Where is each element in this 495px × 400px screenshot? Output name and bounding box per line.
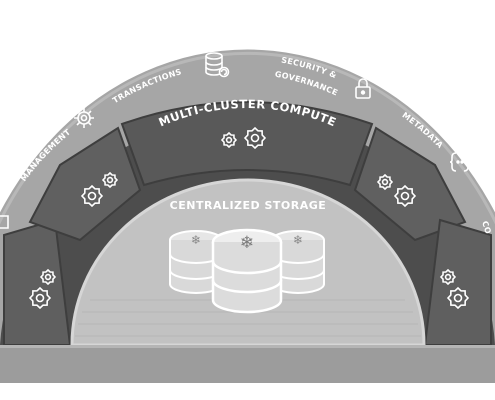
gear-icon [28, 286, 52, 310]
compute-block-left-high [28, 126, 142, 242]
database-sync-icon [205, 52, 230, 78]
gear-icon [243, 126, 267, 150]
settings-gear-icon [74, 108, 94, 128]
svg-text:❄: ❄ [191, 233, 201, 247]
cloud-services-title: CLOUD SERVICES [182, 20, 314, 42]
gear-icon [39, 268, 57, 286]
partial-icon-left-edge [0, 215, 9, 229]
gear-icon [80, 184, 104, 208]
code-braces-icon [449, 152, 471, 172]
gear-icon [393, 184, 417, 208]
gear-icon [220, 131, 238, 149]
storage-label: CENTRALIZED STORAGE [170, 199, 327, 212]
padlock-icon [355, 78, 371, 99]
gear-icon [439, 268, 457, 286]
compute-block-top [120, 101, 374, 187]
platform-base [0, 345, 495, 383]
svg-text:❄: ❄ [240, 233, 254, 253]
edge-right-label: CO [480, 220, 493, 235]
snowflake-database-icon: ❄ ❄ ❄ [169, 228, 325, 314]
gear-icon [376, 173, 394, 191]
gear-icon [446, 286, 470, 310]
compute-gears [28, 126, 470, 310]
gear-icon [101, 171, 119, 189]
svg-text:❄: ❄ [293, 233, 303, 247]
compute-block-right-low [423, 218, 492, 345]
